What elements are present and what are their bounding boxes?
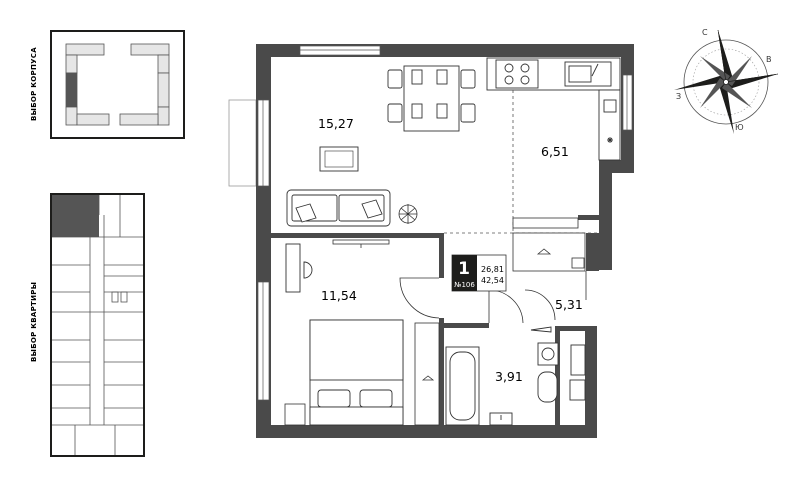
building-select-label: ВЫБОР КОРПУСА (30, 47, 38, 121)
compass-east: В (766, 55, 772, 64)
apartment-select-label: ВЫБОР КВАРТИРЫ (30, 282, 38, 362)
living-area-value: 26,81 (481, 265, 504, 274)
wardrobe (414, 322, 440, 426)
balcony (228, 99, 257, 187)
apartment-number: №106 (454, 281, 475, 289)
toilet (537, 371, 558, 403)
bathroom-area: 3,91 (495, 369, 523, 384)
dining-set (387, 65, 476, 132)
compass-north: С (702, 28, 708, 37)
plant-icon (398, 204, 418, 224)
kitchen-area: 6,51 (541, 144, 569, 159)
selected-apartment-cell[interactable] (52, 195, 99, 237)
compass-south: Ю (735, 123, 744, 132)
compass-rose-icon: С В Ю З (674, 28, 779, 134)
apartment-plan (228, 44, 634, 438)
building-selector[interactable] (50, 30, 185, 139)
total-area-value: 42,54 (481, 276, 504, 285)
compass-west: З (676, 92, 681, 101)
windows (257, 45, 633, 401)
interior-walls (271, 215, 600, 438)
hall-area: 5,31 (555, 297, 583, 312)
bathroom-fixtures (445, 326, 586, 426)
living-room-area: 15,27 (318, 116, 354, 131)
floor-grid (52, 195, 143, 455)
sofa (286, 189, 391, 227)
apartment-badge: 1 №106 26,81 42,54 (451, 254, 507, 292)
bed (309, 319, 404, 426)
rooms-count: 1 (458, 259, 470, 279)
apartment-selector[interactable] (50, 193, 145, 457)
building-sections (65, 43, 170, 126)
desk (285, 243, 313, 293)
cooktop (495, 59, 539, 89)
bedroom-area: 11,54 (321, 288, 357, 303)
kitchen-furniture (486, 57, 621, 161)
